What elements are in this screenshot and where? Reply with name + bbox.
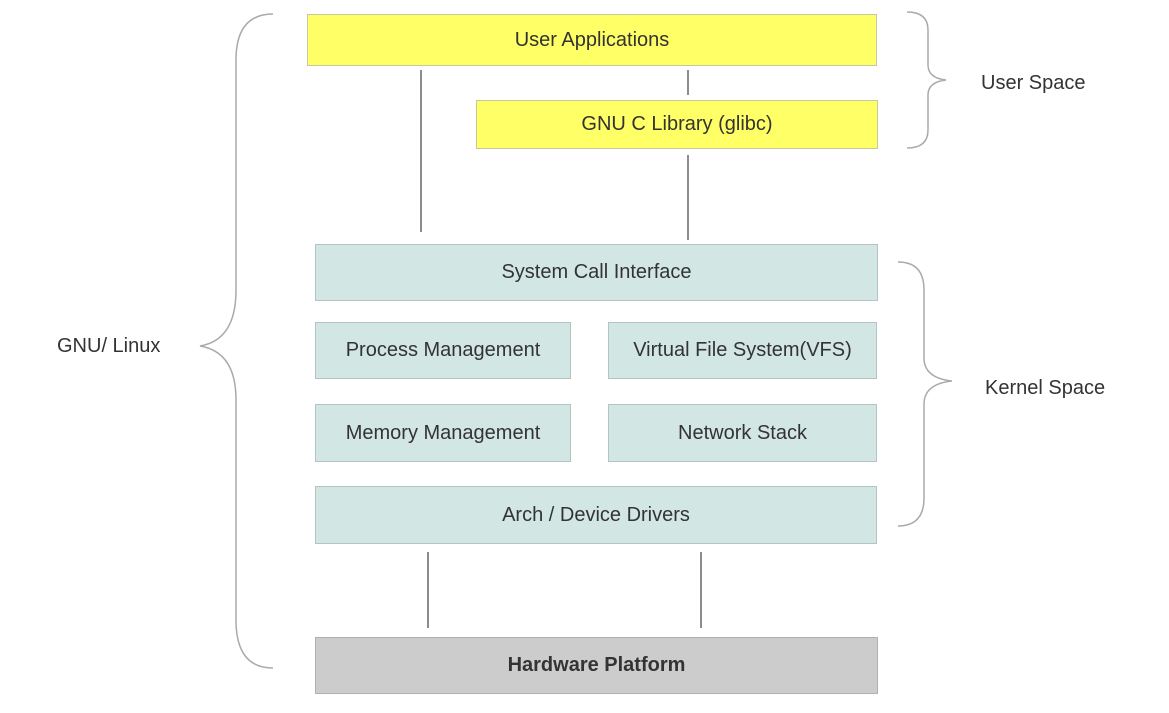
vfs-box: Virtual File System(VFS) (608, 322, 877, 379)
process-management-box: Process Management (315, 322, 571, 379)
system-call-interface-box: System Call Interface (315, 244, 878, 301)
memory-management-box: Memory Management (315, 404, 571, 462)
arch-device-drivers-box: Arch / Device Drivers (315, 486, 877, 544)
hardware-platform-box: Hardware Platform (315, 637, 878, 694)
gnu-linux-label: GNU/ Linux (57, 335, 161, 357)
network-stack-box: Network Stack (608, 404, 877, 462)
user-applications-box: User Applications (307, 14, 877, 66)
glibc-box: GNU C Library (glibc) (476, 100, 878, 149)
user-space-label: User Space (981, 72, 1086, 94)
user-space-brace-icon (906, 11, 947, 149)
gnu-linux-brace-icon (199, 13, 274, 669)
kernel-space-label: Kernel Space (985, 377, 1106, 399)
kernel-space-brace-icon (897, 261, 953, 527)
